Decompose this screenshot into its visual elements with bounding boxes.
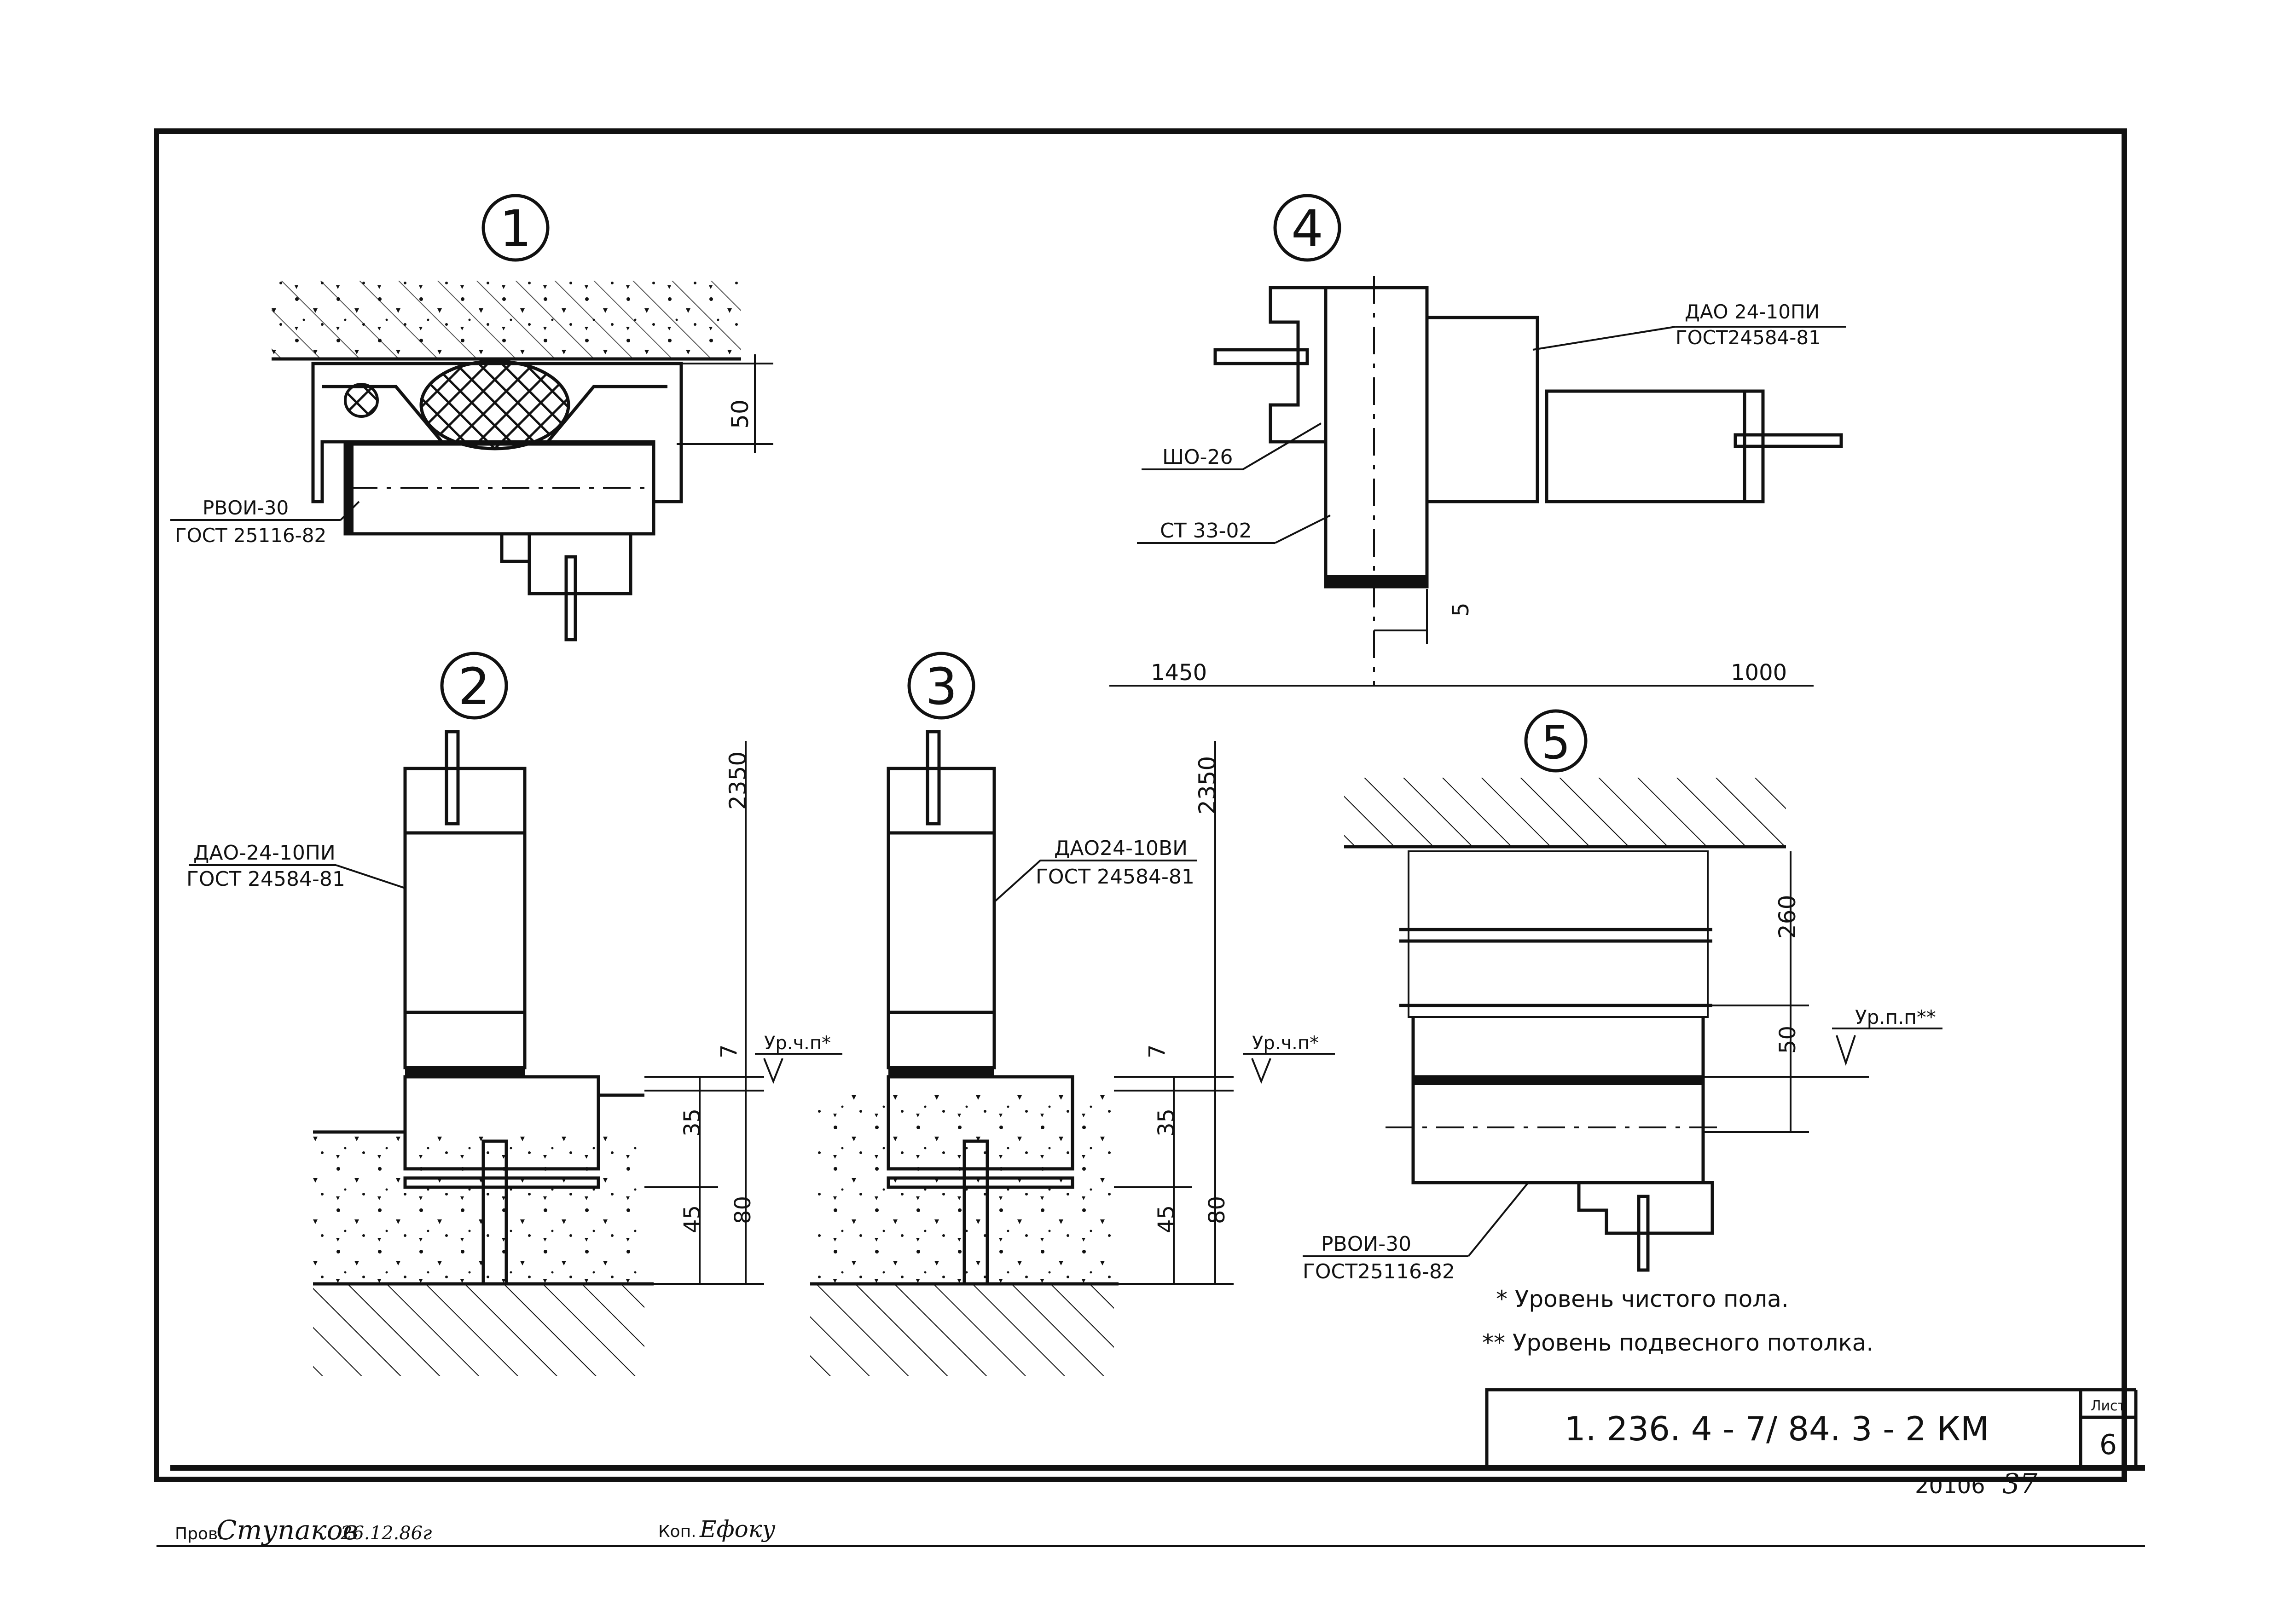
detail-2: 2 ДАО-24-10ПИ ГОСТ 24584-81 2350 7 35 45…: [186, 652, 842, 1376]
detail-5-number: 5: [1541, 716, 1571, 769]
detail-5-marker: [1524, 709, 1588, 773]
checked-signature: Ступаков: [216, 1514, 358, 1546]
detail-2-dim-top: 2350: [725, 751, 751, 810]
detail-4-mark-a: ШО-26: [1162, 445, 1233, 469]
checked-label: Пров.: [175, 1525, 223, 1543]
detail-4-marker: [1273, 194, 1341, 262]
detail-2-dim-80: 80: [730, 1196, 756, 1224]
copy-signature: Ефоку: [699, 1516, 776, 1542]
detail-2-standard: ГОСТ 24584-81: [186, 867, 345, 891]
detail-4-number: 4: [1291, 199, 1323, 258]
detail-3: 3 ДАО24-10ВИ ГОСТ 24584-81 2350 7 35 45 …: [810, 652, 1335, 1376]
detail-4-mark-b: СТ 33-02: [1160, 519, 1252, 543]
detail-1-dim: 50: [727, 399, 754, 429]
detail-3-number: 3: [925, 657, 957, 716]
detail-2-level: Ур.ч.п*: [764, 1033, 831, 1054]
detail-3-profile: ДАО24-10ВИ: [1054, 837, 1188, 860]
detail-1-frame: [343, 442, 655, 536]
detail-2-profile: ДАО-24-10ПИ: [193, 841, 336, 865]
detail-5-standard: ГОСТ25116-82: [1303, 1260, 1455, 1283]
title-block: 1. 236. 4 - 7/ 84. 3 - 2 КМ Лист 6 20106…: [1485, 1388, 2138, 1500]
detail-2-dim-35: 35: [679, 1109, 705, 1137]
detail-5-profile: РВОИ-30: [1321, 1232, 1411, 1256]
detail-5-dim-260: 260: [1774, 895, 1801, 939]
detail-1-standard: ГОСТ 25116-82: [175, 524, 326, 547]
page-number: 37: [2002, 1468, 2038, 1500]
detail-3-dim-top: 2350: [1194, 756, 1221, 814]
detail-1-marker: [481, 194, 550, 262]
note-suspended-ceiling: ** Уровень подвесного потолка.: [1482, 1329, 1873, 1356]
detail-3-marker: [907, 652, 975, 720]
detail-4-dim-5: 5: [1448, 602, 1474, 617]
detail-3-dim-35: 35: [1154, 1109, 1179, 1137]
detail-5-level: Ур.п.п**: [1855, 1006, 1936, 1028]
sheet-number: 6: [2099, 1429, 2117, 1461]
detail-1-profile: РВОИ-30: [203, 497, 289, 519]
note-clean-floor: * Уровень чистого пола.: [1496, 1286, 1789, 1312]
detail-4-dim-left: 1450: [1151, 660, 1207, 686]
detail-4-standard: ГОСТ24584-81: [1676, 326, 1821, 349]
detail-3-standard: ГОСТ 24584-81: [1036, 865, 1194, 889]
detail-1-number: 1: [499, 199, 532, 258]
detail-2-number: 2: [458, 657, 490, 716]
detail-2-dim-45: 45: [679, 1205, 705, 1233]
signature-row: Пров. Ступаков 26.12.86г Коп. Ефоку: [175, 1514, 776, 1546]
detail-3-dim-80: 80: [1204, 1196, 1230, 1224]
sheet-label: Лист: [2091, 1398, 2126, 1414]
detail-3-dim-45: 45: [1154, 1205, 1179, 1233]
sheet-code: 1. 236. 4 - 7/ 84. 3 - 2 КМ: [1565, 1409, 1989, 1448]
detail-4-dim-right: 1000: [1731, 660, 1787, 686]
detail-2-marker: [440, 652, 508, 720]
detail-2-dim-7: 7: [716, 1044, 742, 1058]
detail-4: 4 ДАО 24-10ПИ ГОСТ24584-81 ШО-26 СТ 33-0…: [1109, 194, 1846, 687]
detail-5-dim-50: 50: [1775, 1026, 1801, 1054]
copy-label: Коп.: [658, 1522, 696, 1541]
archive-number: 20106: [1915, 1473, 1985, 1499]
detail-1: 1 РВОИ-30 ГОСТ 25116-82 50: [170, 194, 773, 641]
checked-date: 26.12.86г: [340, 1523, 432, 1544]
detail-3-dim-7: 7: [1144, 1044, 1170, 1058]
detail-4-profile: ДАО 24-10ПИ: [1685, 300, 1820, 323]
detail-3-level: Ур.ч.п*: [1252, 1033, 1319, 1054]
detail-5: 5 260 50 Ур.п.п** РВОИ-30 ГОСТ25116-82: [1303, 709, 1942, 1283]
